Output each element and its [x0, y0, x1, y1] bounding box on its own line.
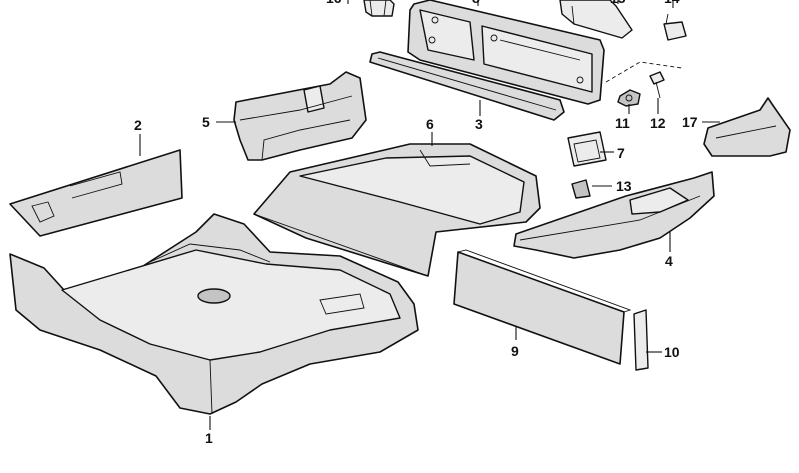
- callout-17: 17: [682, 114, 698, 130]
- callout-8: 8: [472, 0, 480, 6]
- assembly-guide-line: [605, 61, 683, 83]
- callout-10: 10: [664, 344, 680, 360]
- part-1-floor-carpet: [9, 213, 419, 415]
- callout-4: 4: [665, 253, 673, 269]
- callout-1: 1: [205, 430, 213, 446]
- callout-14: 14: [664, 0, 680, 6]
- part-15-bracket: [559, 0, 633, 39]
- callout-11: 11: [615, 115, 630, 131]
- callout-16: 16: [326, 0, 342, 6]
- part-17-side-trim: [703, 97, 791, 157]
- callout-12: 12: [650, 115, 666, 131]
- part-6-luggage-tray: [253, 143, 541, 277]
- part-3-trim-strip: [369, 51, 565, 121]
- part-8-rear-panel: [407, 0, 605, 105]
- leader-lines: [139, 0, 720, 430]
- part-4-side-trim: [513, 171, 715, 259]
- part-12-screw: [649, 71, 665, 99]
- part-5-side-trim: [233, 71, 367, 161]
- part-10-strip: [633, 309, 649, 371]
- callout-2: 2: [134, 117, 142, 133]
- callout-15: 15: [610, 0, 626, 6]
- callout-7: 7: [617, 145, 625, 161]
- part-13-clip: [571, 179, 591, 199]
- callout-5: 5: [202, 114, 210, 130]
- callout-9: 9: [511, 343, 519, 359]
- callout-13: 13: [616, 178, 632, 194]
- part-7-frame: [567, 131, 607, 167]
- callout-6: 6: [426, 116, 434, 132]
- part-2-insulation-panel: [9, 149, 183, 237]
- part-9-board: [453, 249, 632, 365]
- part-11-nut: [617, 89, 641, 107]
- part-16-bracket: [363, 0, 395, 17]
- callouts: 1 2 3 4 5 6 7 8 9 10 11 12 13 14 15 16 1…: [134, 0, 698, 446]
- part-14-clip: [663, 13, 687, 41]
- callout-3: 3: [475, 116, 483, 132]
